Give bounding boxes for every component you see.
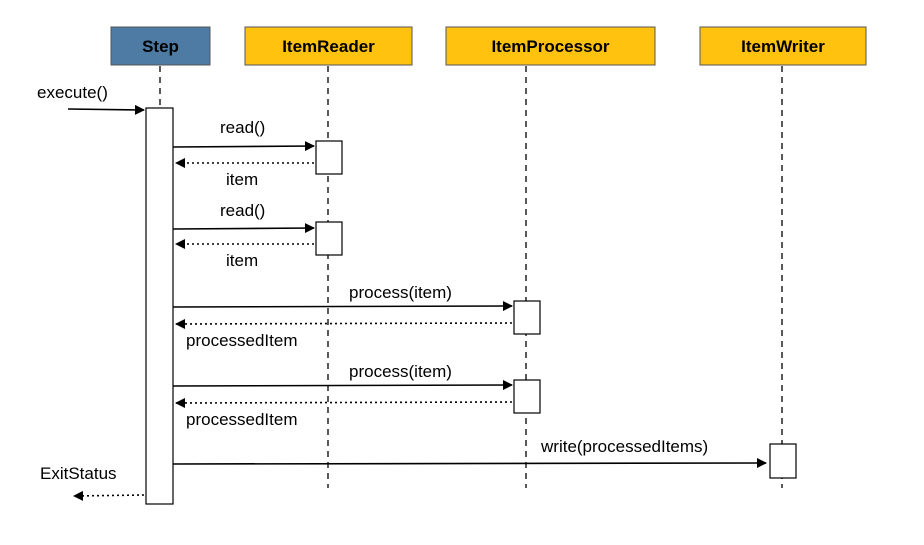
activation-processor-1 xyxy=(513,300,541,335)
message-process-2 xyxy=(172,380,513,391)
message-process-1-label: process(item) xyxy=(349,283,452,302)
return-processed-item-2 xyxy=(175,397,513,408)
return-exit-status-label: ExitStatus xyxy=(40,464,117,483)
message-write-label: write(processedItems) xyxy=(540,437,708,456)
participant-item-processor-label: ItemProcessor xyxy=(491,37,609,56)
activation-reader-2 xyxy=(315,221,343,256)
message-execute xyxy=(67,104,145,115)
return-exit-status xyxy=(73,490,145,501)
return-item-2-label: item xyxy=(226,251,258,270)
return-item-1-label: item xyxy=(226,170,258,189)
participant-step: Step xyxy=(110,26,211,66)
message-read-1 xyxy=(172,141,315,152)
participant-item-processor: ItemProcessor xyxy=(445,26,656,66)
message-execute-label: execute() xyxy=(37,83,108,102)
participant-item-writer: ItemWriter xyxy=(699,26,867,66)
participant-item-reader: ItemReader xyxy=(244,26,413,66)
message-read-2-label: read() xyxy=(220,201,265,220)
participant-step-label: Step xyxy=(142,37,179,56)
message-write xyxy=(172,458,767,469)
message-read-2 xyxy=(172,223,315,234)
message-process-2-label: process(item) xyxy=(349,362,452,381)
return-processed-item-1 xyxy=(175,318,513,329)
participant-item-writer-label: ItemWriter xyxy=(741,37,825,56)
activation-step xyxy=(145,107,174,505)
participant-item-reader-label: ItemReader xyxy=(282,37,375,56)
activation-processor-2 xyxy=(513,379,541,414)
message-process-1 xyxy=(172,301,513,312)
return-processed-item-2-label: processedItem xyxy=(186,410,298,429)
message-read-1-label: read() xyxy=(220,118,265,137)
return-processed-item-1-label: processedItem xyxy=(186,331,298,350)
activation-writer xyxy=(769,443,797,479)
activation-reader-1 xyxy=(315,140,343,175)
